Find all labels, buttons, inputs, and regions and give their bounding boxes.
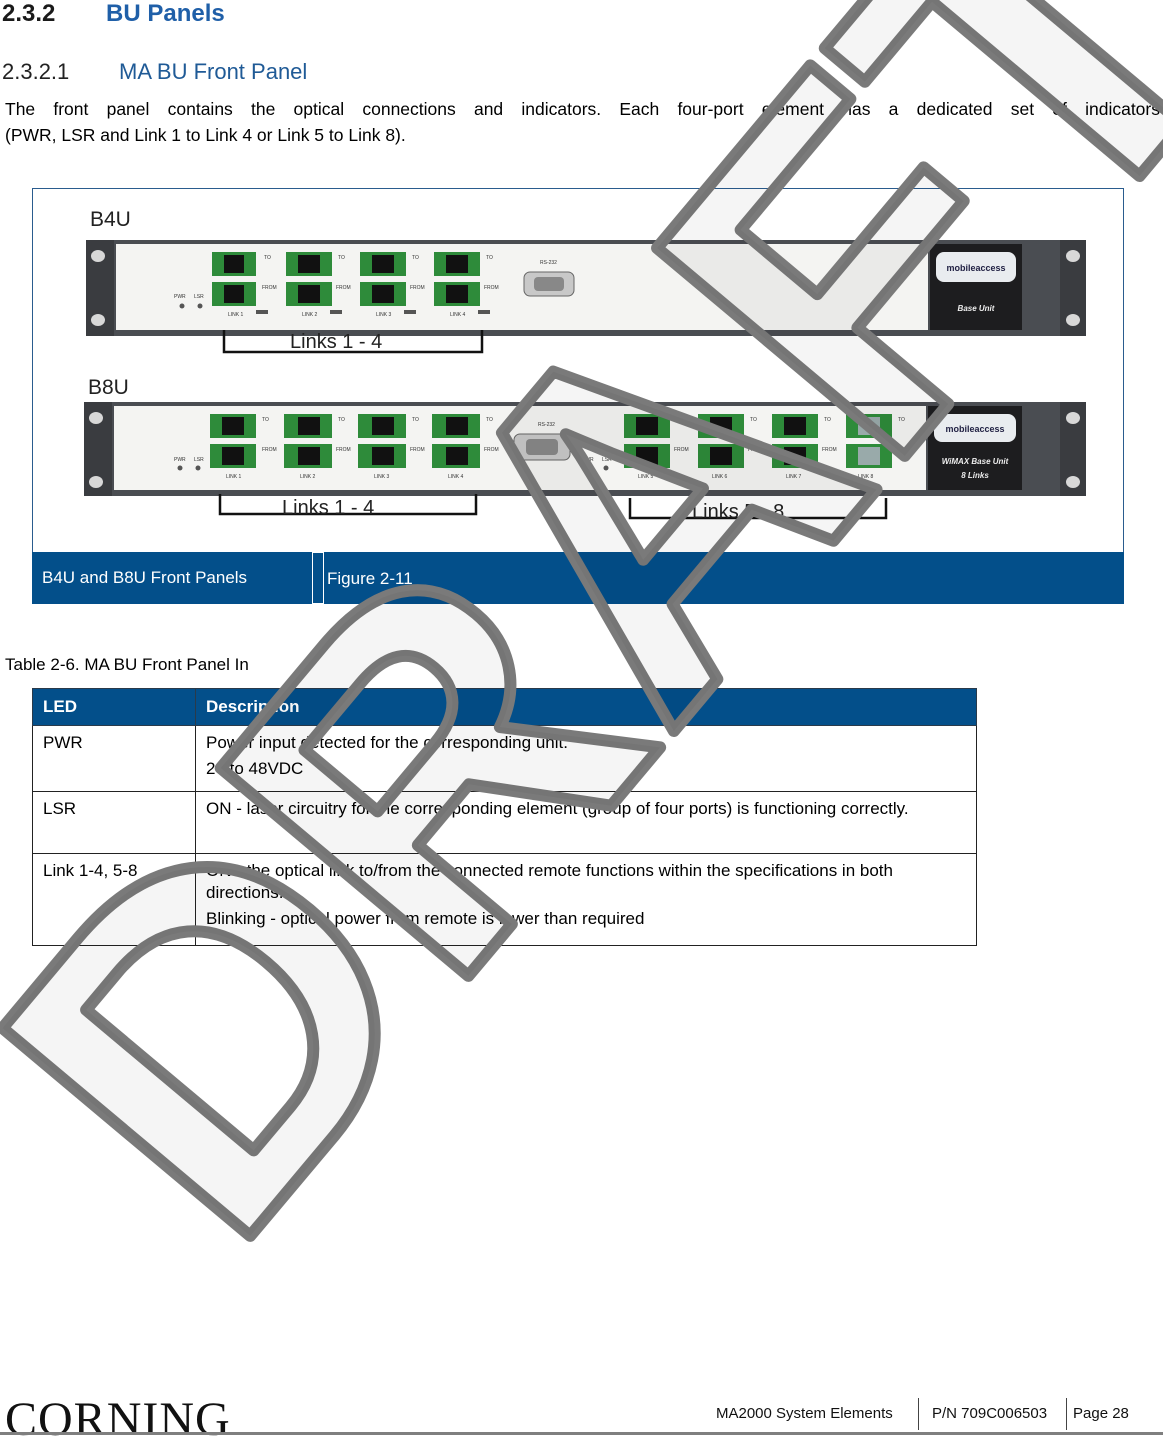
port-label: FROM xyxy=(484,285,499,291)
link-label: LINK 6 xyxy=(712,474,728,480)
port-label: TO xyxy=(338,417,345,423)
port-label: FROM xyxy=(336,447,351,453)
table-title: Table 2-6. MA BU Front Panel In xyxy=(5,655,249,674)
link-label: LINK 1 xyxy=(226,474,242,480)
table-row: PWR Power input detected for the corresp… xyxy=(32,725,977,792)
lsr-label: LSR xyxy=(602,457,612,463)
description-cell: Power input detected for the correspondi… xyxy=(195,725,977,792)
footer-separator xyxy=(918,1398,919,1430)
subsection-number: 2.3.2.1 xyxy=(2,59,70,84)
b8u-panel: mobileaccess WiMAX Base Unit 8 Links T xyxy=(84,402,1086,496)
port-label: FROM xyxy=(748,447,763,453)
footer-rule xyxy=(0,1432,1163,1435)
paragraph-line: (PWR, LSR and Link 1 to Link 4 or Link 5… xyxy=(5,125,406,145)
header-description: Description xyxy=(195,688,977,726)
b4u-bracket xyxy=(222,330,484,354)
pwr-label: PWR xyxy=(174,294,186,300)
b8u-logo-text: mobileaccess xyxy=(945,424,1004,434)
b4u-logo-text: mobileaccess xyxy=(946,263,1005,273)
header-led: LED xyxy=(32,688,196,726)
port-label: TO xyxy=(486,417,493,423)
b8u-bracket-2 xyxy=(628,498,888,520)
table-header-row: LED Description xyxy=(32,688,977,726)
front-panels-image: B4U mobileaccess Base Unit xyxy=(84,208,1086,523)
port-label: FROM xyxy=(822,447,837,453)
footer-page-number: Page 28 xyxy=(1073,1405,1129,1422)
footer-part-number: P/N 709C006503 xyxy=(932,1405,1048,1422)
link-label: LINK 7 xyxy=(786,474,802,480)
led-table: LED Description PWR Power input detected… xyxy=(32,688,977,946)
port-label: TO xyxy=(264,255,271,261)
link-label: LINK 2 xyxy=(302,312,318,318)
link-label: LINK 3 xyxy=(374,474,390,480)
figure-caption: B4U and B8U Front Panels xyxy=(42,568,248,587)
port-label: TO xyxy=(412,417,419,423)
description-cell: ON - laser circuitry for the correspondi… xyxy=(195,791,977,854)
port-label: FROM xyxy=(674,447,689,453)
link-label: LINK 2 xyxy=(300,474,316,480)
port-label: TO xyxy=(338,255,345,261)
b8u-unit-text: WiMAX Base Unit xyxy=(942,457,1009,466)
description-cell: ON - the optical link to/from the connec… xyxy=(195,853,977,946)
figure-caption-bar xyxy=(32,552,1124,604)
lsr-label: LSR xyxy=(194,294,204,300)
port-label: FROM xyxy=(410,447,425,453)
port-label: TO xyxy=(676,417,683,423)
link-label: LINK 8 xyxy=(858,474,874,480)
b8u-label: B8U xyxy=(88,376,129,399)
b8u-unit-text-2: 8 Links xyxy=(961,471,989,480)
intro-paragraph: The front panel contains the optical con… xyxy=(5,96,1160,148)
pwr-label: PWR xyxy=(174,457,186,463)
led-cell: LSR xyxy=(32,791,196,854)
rs232-label: RS-232 xyxy=(540,260,557,266)
link-label: LINK 4 xyxy=(450,312,466,318)
description-line: ON - the optical link to/from the connec… xyxy=(206,861,893,902)
table-row: LSR ON - laser circuitry for the corresp… xyxy=(32,791,977,854)
led-cell: PWR xyxy=(32,725,196,792)
caption-divider-inner xyxy=(313,553,324,603)
b8u-bracket-1 xyxy=(218,494,478,516)
b8u-bracket-label-2: Links 5 - 8 xyxy=(692,501,784,523)
subsection-title: MA BU Front Panel xyxy=(119,59,308,84)
b8u-bracket-label-1: Links 1 - 4 xyxy=(282,497,374,519)
port-label: TO xyxy=(412,255,419,261)
link-label: LINK 3 xyxy=(376,312,392,318)
table-row: Link 1-4, 5-8 ON - the optical link to/f… xyxy=(32,853,977,946)
pwr-label: PWR xyxy=(582,457,594,463)
port-label: TO xyxy=(824,417,831,423)
section-title: BU Panels xyxy=(106,0,225,27)
lsr-label: LSR xyxy=(194,457,204,463)
figure-number: Figure 2-11 xyxy=(327,569,413,588)
port-label: TO xyxy=(486,255,493,261)
description-line: Power input detected for the correspondi… xyxy=(206,733,568,752)
b4u-bracket-label: Links 1 - 4 xyxy=(290,331,382,353)
port-label: TO xyxy=(898,417,905,423)
link-label: LINK 5 xyxy=(638,474,654,480)
b4u-panel: mobileaccess Base Unit TO TO TO xyxy=(86,240,1086,336)
paragraph-line: The front panel contains the optical con… xyxy=(5,99,1160,119)
footer-separator xyxy=(1066,1398,1067,1430)
b4u-label: B4U xyxy=(90,208,131,231)
description-line: Blinking - optical power from remote is … xyxy=(206,909,645,928)
b4u-unit-text: Base Unit xyxy=(958,304,995,313)
description-line: 20 to 48VDC xyxy=(206,759,304,778)
port-label: FROM xyxy=(262,447,277,453)
port-label: FROM xyxy=(336,285,351,291)
port-label: FROM xyxy=(484,447,499,453)
port-label: TO xyxy=(262,417,269,423)
rs232-label: RS-232 xyxy=(538,422,555,428)
port-label: FROM xyxy=(894,447,909,453)
footer-doc-title: MA2000 System Elements xyxy=(716,1405,893,1422)
link-label: LINK 4 xyxy=(448,474,464,480)
led-cell: Link 1-4, 5-8 xyxy=(32,853,196,946)
port-label: FROM xyxy=(262,285,277,291)
description-line: ON - laser circuitry for the correspondi… xyxy=(206,799,909,818)
corning-logo: CORNING xyxy=(5,1393,231,1446)
port-label: FROM xyxy=(410,285,425,291)
port-label: TO xyxy=(750,417,757,423)
section-number: 2.3.2 xyxy=(2,0,56,27)
link-label: LINK 1 xyxy=(228,312,244,318)
